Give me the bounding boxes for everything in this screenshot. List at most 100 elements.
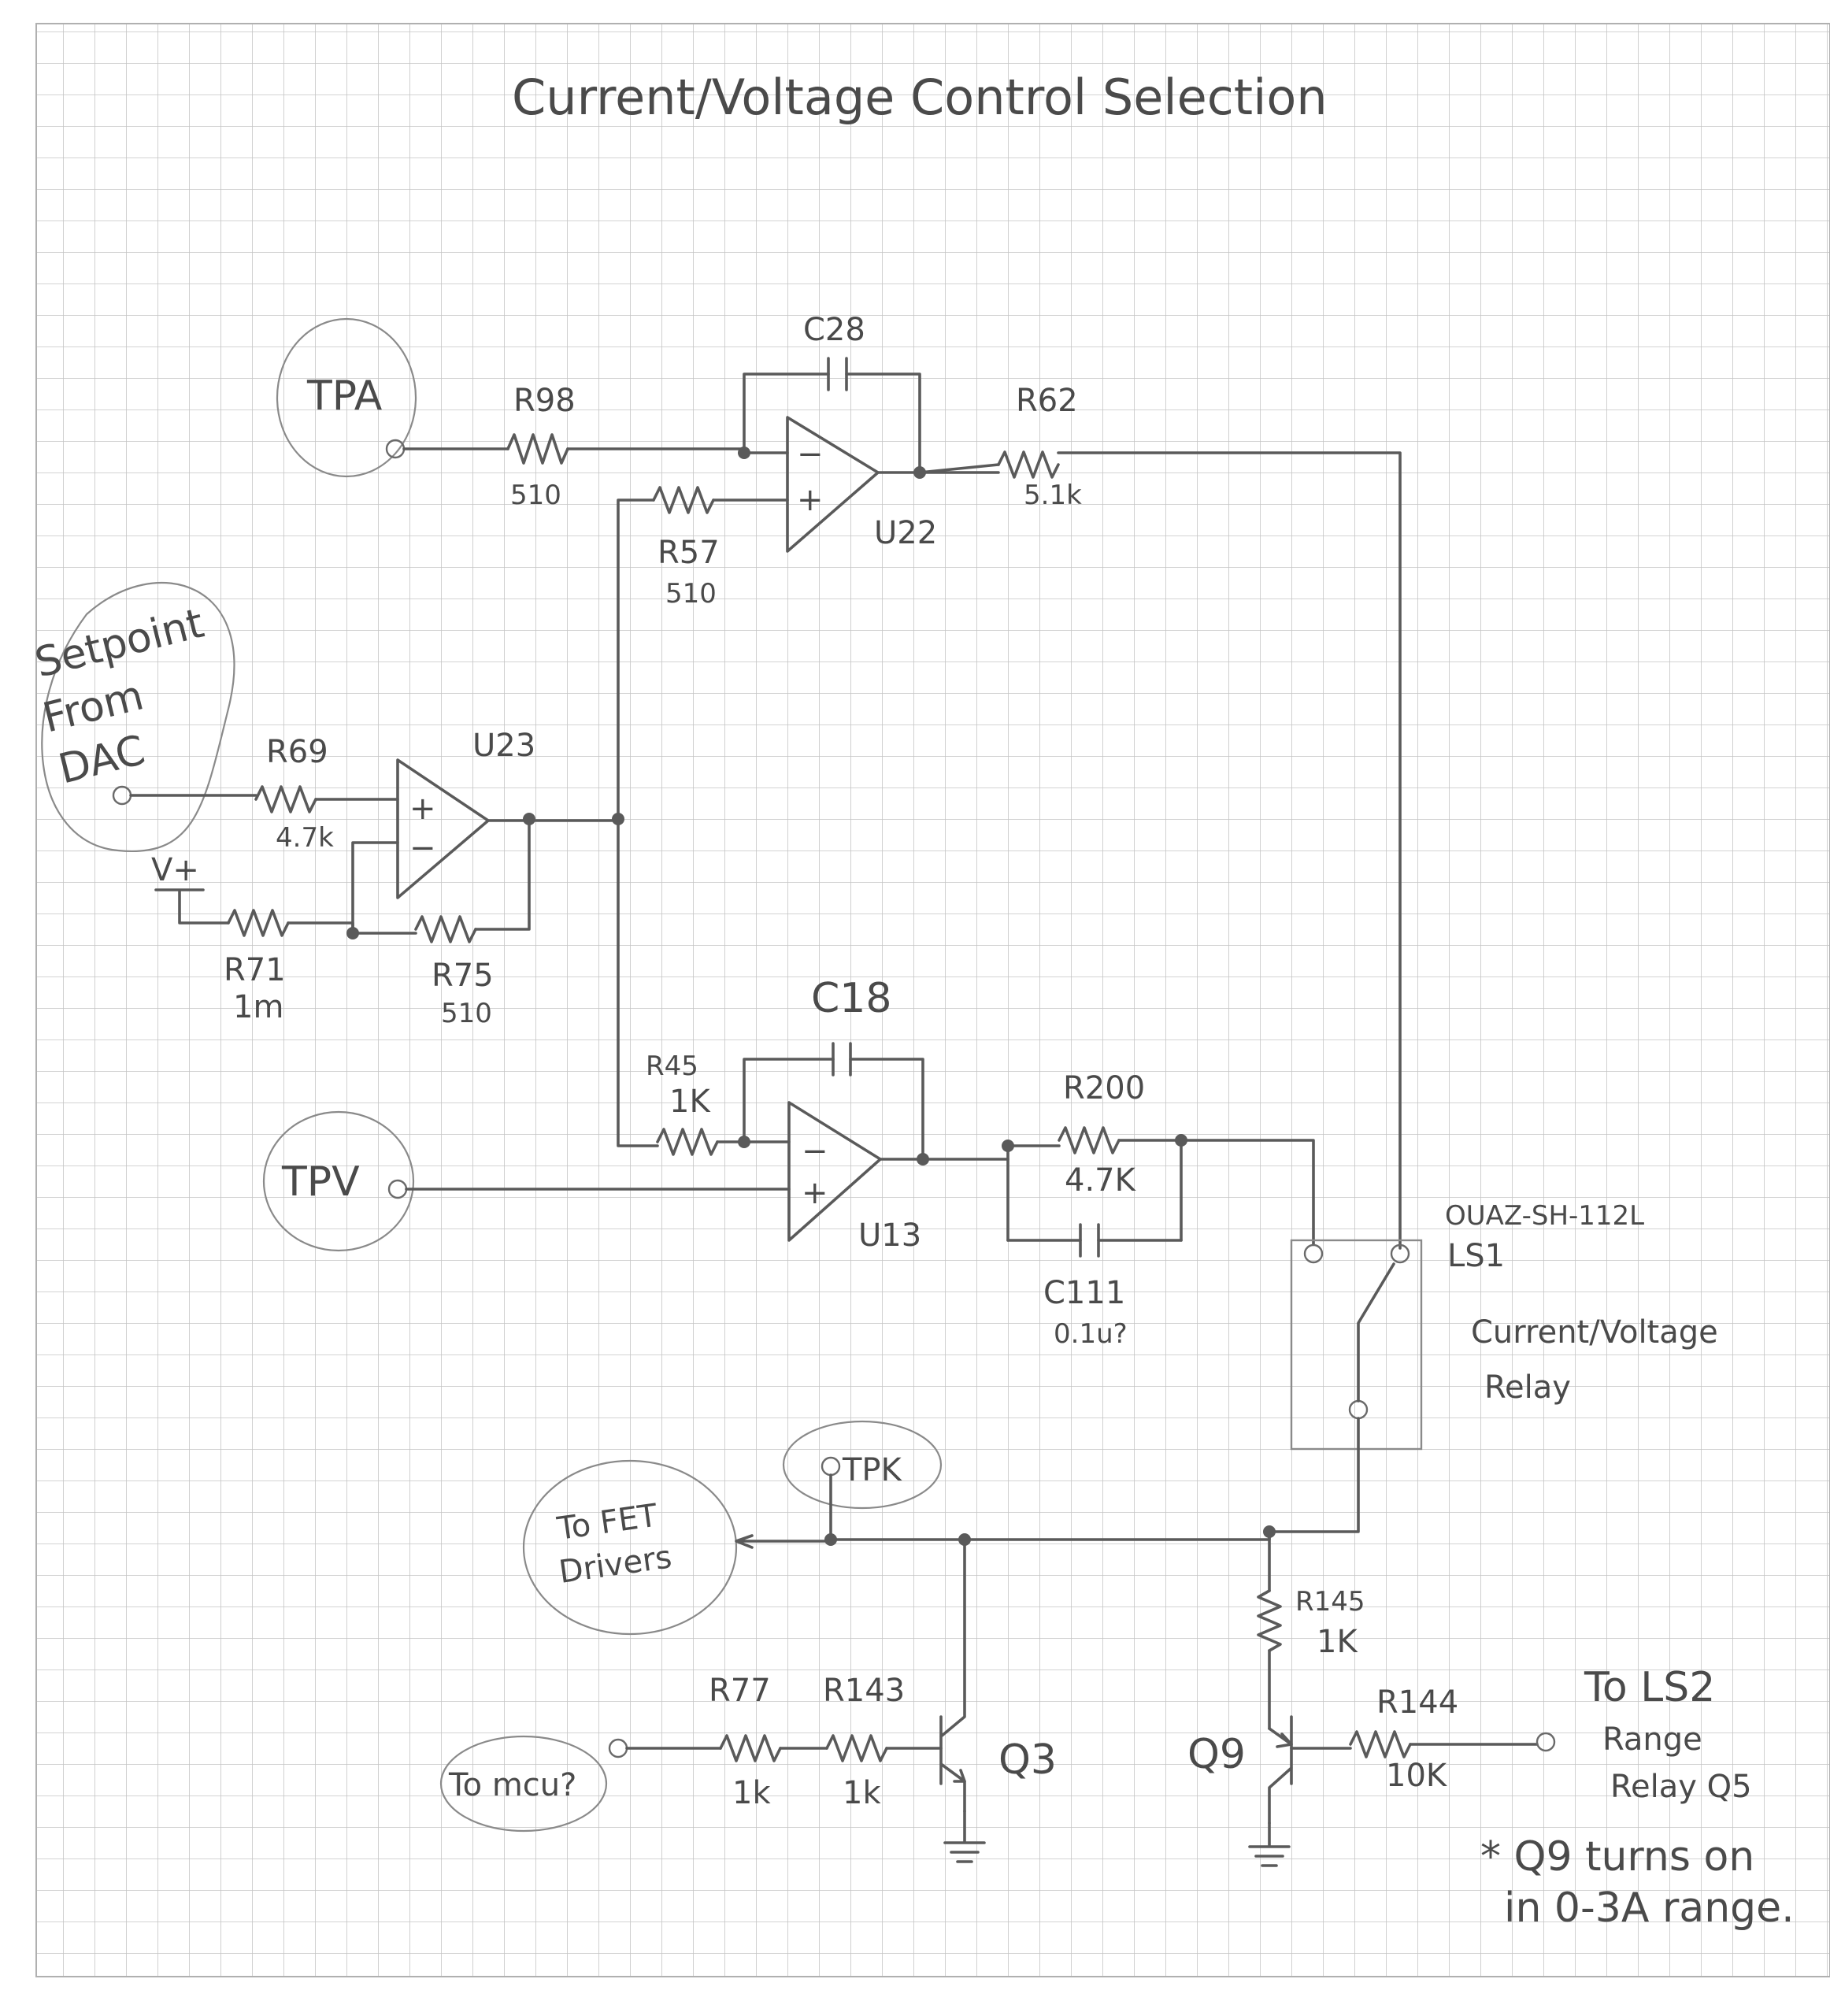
u22-opamp [786,416,880,553]
u13-opamp [787,1101,882,1242]
graph-paper-border [35,23,1830,1977]
u23-minus-wire [351,841,399,935]
q3-ref: Q3 [998,1736,1057,1784]
r144-ref: R144 [1376,1684,1458,1721]
to-ls2-line2: Range [1602,1721,1702,1758]
ls1-desc-line2: Relay [1484,1369,1571,1406]
r200-value: 4.7K [1065,1162,1137,1199]
r200-ref: R200 [1063,1070,1145,1106]
q3-ground [943,1810,986,1863]
r75-to-output-wire [474,817,531,931]
node-r45 [738,1136,750,1148]
vplus-rail [154,888,230,925]
c111-ref: C111 [1043,1275,1125,1311]
r71-ref: R71 [224,952,286,988]
r143-ref: R143 [823,1673,905,1709]
node-tpk [824,1533,837,1546]
r57-resistor [652,486,715,514]
q3-emitter-arrow [953,1769,966,1783]
r77-value: 1k [732,1775,771,1811]
q9-arrow [1276,1732,1293,1748]
r69-ref: R69 [266,734,328,770]
r62-lead-align [918,463,1000,474]
to-mcu-label: To mcu? [448,1767,576,1803]
r145-value: 1K [1317,1624,1358,1660]
ls1-desc-line1: Current/Voltage [1471,1314,1718,1351]
c28-ref: C28 [803,312,865,348]
ls1-part-number: OUAZ-SH-112L [1445,1200,1644,1232]
ls1-common-wire [1268,1417,1360,1533]
tpk-label: TPK [842,1452,903,1488]
to-fet-bubble [522,1459,738,1636]
diagram-title: Current/Voltage Control Selection [512,69,1328,126]
node-u23-out [523,813,535,825]
u22-plus-pin: + [797,482,824,518]
r71-value: 1m [233,989,283,1025]
ls1-contact-left [1303,1243,1324,1264]
r45-value: 1K [669,1084,711,1120]
node-r200-left [1002,1140,1014,1152]
ls1-ref: LS1 [1447,1238,1505,1274]
to-ls2-line3: Relay Q5 [1610,1769,1752,1805]
r143-value: 1k [843,1775,881,1811]
r144-value: 10K [1386,1758,1448,1794]
tpk-bubble [782,1420,943,1510]
r45-ref: R45 [646,1051,698,1082]
r62-value: 5.1k [1024,480,1082,511]
u13-minus-pin: − [802,1133,828,1169]
r98-ref: R98 [513,383,576,419]
r75-ref: R75 [432,958,494,994]
r75-resistor [414,915,477,943]
c111-value: 0.1u? [1054,1318,1128,1350]
r45-resistor [656,1128,719,1156]
to-mcu-bubble [439,1735,608,1833]
node-u22-out [913,466,926,479]
u23-opamp [396,758,490,899]
r98-value: 510 [510,480,561,511]
r62-resistor [997,450,1060,479]
node-u22-minus [738,447,750,459]
vplus-label: V+ [151,852,199,888]
graph-paper-grid [36,24,1830,1977]
setpoint-bubble [41,581,235,853]
r77-ref: R77 [709,1673,771,1709]
u23-plus-pin: + [409,791,436,827]
c18-capacitor [832,1042,852,1077]
u13-ref: U13 [858,1217,921,1254]
q9-ground [1248,1821,1291,1867]
r69-value: 4.7k [276,822,334,854]
u23-bus-wire [617,817,659,1147]
u22-minus-pin: − [797,436,824,472]
r98-resistor [506,433,569,465]
r71-resistor [227,909,290,937]
c111-capacitor [1079,1223,1100,1258]
r145-resistor [1257,1589,1282,1652]
q9-ref: Q9 [1187,1731,1246,1778]
c28-capacitor [827,357,848,391]
tpv-bubble [262,1110,415,1252]
tpa-label: TPA [306,372,383,420]
r62-to-relay-wire [1057,451,1402,1250]
r57-wire [617,498,655,821]
r143-resistor [825,1734,888,1762]
u13-plus-pin: + [802,1175,828,1211]
node-bus [612,813,624,825]
note-line2: in 0-3A range. [1504,1884,1795,1932]
r144-resistor [1349,1730,1412,1758]
node-r200-right [1175,1134,1187,1147]
r57-value: 510 [665,578,717,610]
r69-resistor [254,785,317,813]
r200-resistor [1058,1126,1121,1154]
u23-minus-pin: − [409,830,436,866]
ls1-relay-body [1290,1239,1423,1451]
r57-ref: R57 [658,535,720,571]
tpv-label: TPV [281,1158,360,1206]
node-r71-r75 [346,927,359,939]
r62-ref: R62 [1016,383,1078,419]
r77-resistor [719,1734,782,1762]
c18-ref: C18 [811,975,891,1022]
r200-to-relay-wire [1180,1139,1315,1246]
u22-ref: U22 [874,515,937,551]
to-ls2-terminal [1535,1732,1556,1752]
c28-feedback-wire [743,372,921,474]
